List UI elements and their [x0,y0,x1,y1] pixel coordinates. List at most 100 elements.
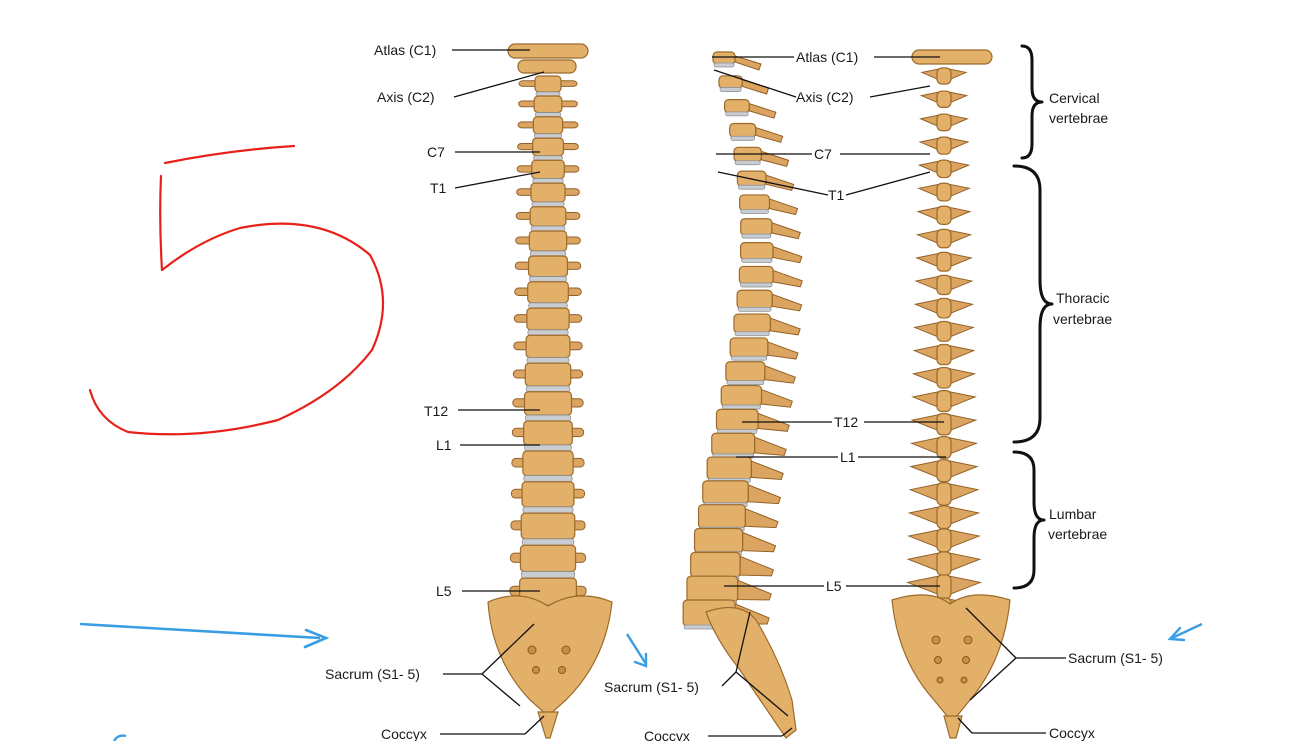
front-disc [527,329,569,336]
side-disc [730,135,756,141]
lumbar-label-2: vertebrae [1048,526,1107,542]
back-spinous-process [936,413,952,436]
back-spinous-process [936,159,952,179]
side-disc [738,184,766,190]
posterior-spine [891,49,1011,739]
cervical-label-2: vertebrae [1049,110,1108,126]
side-vertebral-body [739,194,771,212]
front-disc [526,357,570,364]
side-vertebral-body [697,504,746,529]
side-disc [721,404,761,410]
back-coccyx-bone [943,715,963,739]
front-vertebral-body [520,512,576,540]
arrow-right-sacrum [1171,622,1203,640]
side-vertebral-body [733,313,771,334]
side-spinous-process [772,269,803,288]
front-disc [524,444,572,452]
side-spinous-process [739,555,775,577]
front-vertebral-body [532,116,564,135]
front-axis-bone [517,59,577,74]
back-spinous-process [936,90,952,108]
back-spinous-process [936,182,952,202]
back-spinous-process [936,297,952,319]
front-vertebral-body [527,281,569,304]
back-spinous-process [936,136,952,155]
front-atlas-bone [507,43,589,59]
side-vertebral-body [720,384,763,407]
side-vertebral-body [711,432,756,456]
back-spinous-process [936,113,952,132]
side-disc [737,306,772,312]
front-labels: Atlas (C1) Axis (C2) C7 T1 T12 L1 L5 Sac… [325,42,545,742]
side-label-sacrum: Sacrum (S1- 5) [604,679,699,695]
front-vertebral-body [524,362,572,387]
arrow-left-sacrum [79,622,321,640]
lateral-spine [682,51,803,739]
side-spinous-process [772,245,803,264]
back-spinous-process [936,574,952,600]
side-vertebral-body [715,408,759,432]
front-disc [529,276,567,283]
side-vertebral-body [686,575,739,603]
back-spinous-process [936,228,952,249]
side-vertebral-body [690,551,741,578]
side-spinous-process [734,55,762,71]
side-spinous-process [768,198,799,216]
front-disc [529,250,567,257]
front-vertebral-body [519,544,577,573]
lumbar-brace [1012,450,1046,590]
side-disc [730,355,768,361]
back-spinous-process [936,505,952,530]
back-label-sacrum: Sacrum (S1- 5) [1068,650,1163,666]
front-disc [530,225,566,232]
front-sacrum-bone [487,595,613,717]
side-vertebral-body [725,361,766,383]
front-vertebral-body [527,255,569,278]
side-label-t12: T12 [834,414,858,430]
side-disc [726,380,765,386]
side-disc [734,160,761,166]
side-vertebral-body [738,265,774,285]
side-spinous-process [737,579,772,601]
side-spinous-process [755,126,784,143]
back-spinous-process [936,459,952,483]
front-vertebral-body [525,334,571,359]
front-label-coccyx: Coccyx [381,726,427,741]
side-vertebrae [682,51,803,630]
handwritten-digit-five [88,144,385,436]
arrow-left-head [303,628,330,649]
front-coccyx-bone [537,711,559,739]
back-spinous-process [936,482,952,506]
front-label-l1: L1 [436,437,452,453]
back-labels: Sacrum (S1- 5) Coccyx [957,607,1163,741]
front-disc [528,302,568,309]
front-vertebrae [508,75,588,682]
side-sacrum-bone [705,606,797,739]
front-vertebral-body [528,230,568,252]
side-vertebral-body [740,218,773,236]
side-vertebral-body [706,456,752,480]
front-disc [531,201,565,208]
side-disc [740,209,769,215]
front-disc [522,506,574,514]
back-label-coccyx: Coccyx [1049,725,1095,741]
front-vertebral-body [529,206,567,227]
side-labels: Atlas (C1) Axis (C2) C7 T1 T12 L1 L5 Sac… [604,49,946,744]
side-spinous-process [750,460,784,481]
anterior-spine [487,43,613,739]
side-vertebral-body [693,527,744,554]
cervical-brace [1020,44,1044,160]
back-vertebrae [905,67,983,623]
side-disc [741,258,773,263]
side-spinous-process [754,436,787,456]
front-label-atlas: Atlas (C1) [374,42,436,58]
side-vertebral-body [736,289,773,309]
front-label-c7: C7 [427,144,445,160]
arrow-middle-sacrum [625,633,648,665]
front-vertebral-body [523,420,573,446]
front-label-axis: Axis (C2) [377,89,435,105]
back-spinous-process [936,205,952,225]
side-vertebral-body [702,480,749,505]
side-spinous-process [748,102,777,119]
